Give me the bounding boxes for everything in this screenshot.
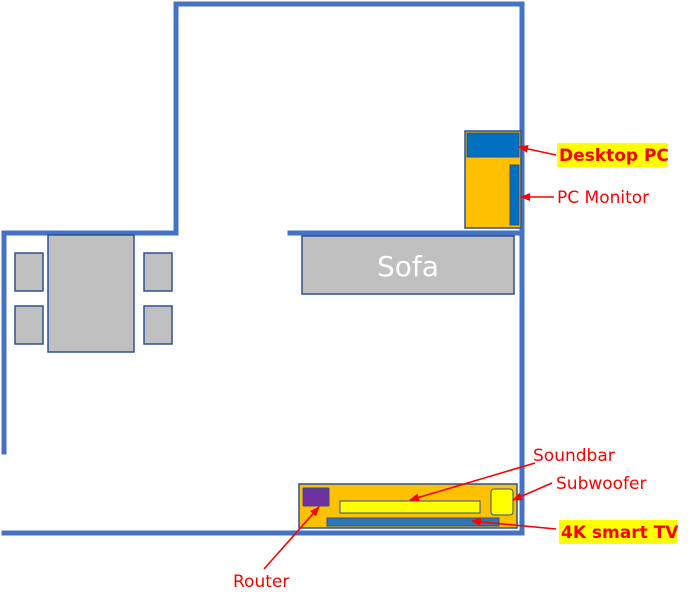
soundbar (339, 500, 481, 514)
sofa-label: Sofa (377, 250, 439, 283)
dining-table (47, 234, 135, 353)
smart-tv-label: 4K smart TV (561, 523, 679, 543)
smart-tv-label-highlight (559, 520, 677, 544)
arrow-subwoofer (512, 482, 553, 501)
soundbar-label: Soundbar (533, 446, 615, 466)
chair-top-left (14, 252, 44, 292)
pc-monitor-label: PC Monitor (557, 188, 649, 208)
arrows (263, 144, 557, 570)
subwoofer (490, 488, 514, 516)
router (302, 487, 330, 507)
desktop-pc-label-highlight (557, 143, 667, 167)
dining-set (14, 234, 173, 353)
sofa (301, 235, 515, 295)
subwoofer-label: Subwoofer (556, 474, 647, 494)
chair-top-right (143, 252, 173, 292)
arrow-router (263, 506, 320, 570)
chair-bottom-right (143, 305, 173, 345)
smart-tv (326, 517, 500, 527)
desktop-pc (466, 132, 520, 158)
walls (1, 1, 525, 536)
pc-monitor (509, 164, 520, 226)
router-label: Router (233, 572, 289, 592)
desktop-pc-label: Desktop PC (559, 146, 669, 166)
arrow-smart-tv (471, 517, 557, 530)
chair-bottom-left (14, 305, 44, 345)
arrow-desktop-pc (518, 144, 557, 156)
arrow-soundbar (409, 462, 536, 502)
